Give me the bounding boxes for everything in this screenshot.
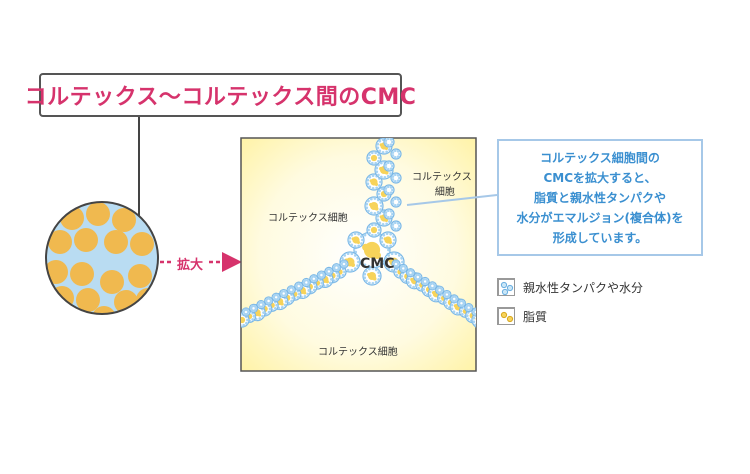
emulsion-particle	[390, 172, 402, 184]
emulsion-particle	[383, 184, 395, 196]
emulsion-particle	[309, 274, 319, 284]
callout-box: コルテックス細胞間の CMCを拡大すると、 脂質と親水性タンパクや 水分がエマル…	[497, 139, 703, 256]
magnified-circle	[45, 201, 159, 315]
callout-line: CMCを拡大すると、	[543, 170, 657, 185]
cortex-cell	[128, 264, 152, 288]
emulsion-particle	[427, 281, 437, 291]
emulsion-particle	[256, 300, 266, 310]
emulsion-particle	[391, 259, 401, 269]
cortex-cell	[74, 228, 98, 252]
legend-label: 親水性タンパクや水分	[523, 280, 644, 295]
emulsion-particle	[271, 292, 281, 302]
emulsion-particle	[390, 148, 402, 160]
emulsion-particle	[366, 150, 382, 166]
legend-swatch-protein-water	[497, 278, 515, 296]
emulsion-particle	[366, 222, 382, 238]
emulsion-particle	[456, 298, 467, 308]
callout-line: コルテックス細胞間の	[540, 150, 660, 165]
emulsion-particle	[294, 281, 304, 291]
emulsion-particle	[383, 138, 395, 148]
emulsion-particle	[324, 266, 334, 276]
callout-line: 脂質と親水性タンパクや	[533, 190, 666, 205]
cell-label-top-right: コルテックス 細胞	[412, 168, 472, 198]
cortex-cells	[46, 202, 158, 314]
emulsion-particle	[390, 196, 402, 208]
emulsion-particle	[413, 272, 423, 282]
cortex-cell	[70, 262, 94, 286]
emulsion-particle	[383, 160, 395, 172]
cell-label-top-right-line1: コルテックス	[412, 172, 472, 183]
emulsion-particle	[362, 266, 382, 286]
emulsion-particle	[331, 263, 342, 273]
cell-label-left: コルテックス細胞	[268, 213, 348, 224]
emulsion-particle	[279, 288, 289, 299]
emulsion-particle	[264, 296, 274, 306]
cortex-cell	[130, 232, 154, 256]
emulsion-particle	[379, 231, 397, 249]
emulsion-particle	[398, 263, 408, 273]
cell-label-bottom: コルテックス細胞	[318, 347, 398, 358]
callout-line: 水分がエマルジョン(複合体)を	[516, 210, 684, 225]
cortex-cell	[86, 202, 110, 226]
title-box: コルテックス〜コルテックス間のCMC	[25, 73, 416, 117]
legend-item-protein-water: 親水性タンパクや水分	[497, 278, 643, 296]
emulsion-particle	[471, 312, 476, 328]
callout-line: 形成しています。	[552, 230, 648, 245]
emulsion-particle	[464, 303, 474, 313]
cell-label-top-right-line2: 細胞	[434, 187, 455, 198]
emulsion-particle	[316, 270, 326, 280]
emulsion-particle	[471, 307, 476, 317]
cortex-cell	[104, 230, 128, 254]
emulsion-particle	[301, 277, 311, 288]
legend-item-lipid: 脂質	[497, 307, 547, 325]
emulsion-particle	[248, 303, 259, 313]
emulsion-particle	[365, 173, 383, 191]
emulsion-particle	[390, 220, 402, 232]
emulsion-particle	[449, 294, 459, 304]
cortex-cell	[92, 306, 116, 314]
emulsion-particle	[364, 196, 384, 216]
cortex-cell	[76, 288, 100, 312]
emulsion-particle	[347, 231, 365, 249]
emulsion-particle	[286, 285, 296, 295]
emulsion-particle	[442, 289, 452, 300]
legend-label: 脂質	[523, 309, 548, 324]
leader-line	[138, 117, 140, 232]
cortex-cell	[48, 230, 72, 254]
emulsion-particle	[241, 307, 251, 317]
emulsion-particles	[241, 138, 476, 328]
cmc-label: CMC	[360, 256, 395, 272]
cortex-cell	[114, 290, 138, 314]
emulsion-particle	[383, 208, 395, 220]
cortex-cell	[100, 270, 124, 294]
diagram-title: コルテックス〜コルテックス間のCMC	[24, 85, 417, 110]
emulsion-particle	[435, 285, 445, 295]
expand-label: 拡大	[177, 258, 204, 273]
emulsion-particle	[405, 268, 416, 278]
emulsion-particle	[420, 276, 430, 287]
cortex-cell	[112, 208, 136, 232]
emulsion-particle	[339, 259, 349, 269]
callout-pointer	[406, 194, 498, 206]
legend-swatch-lipid	[497, 307, 515, 325]
